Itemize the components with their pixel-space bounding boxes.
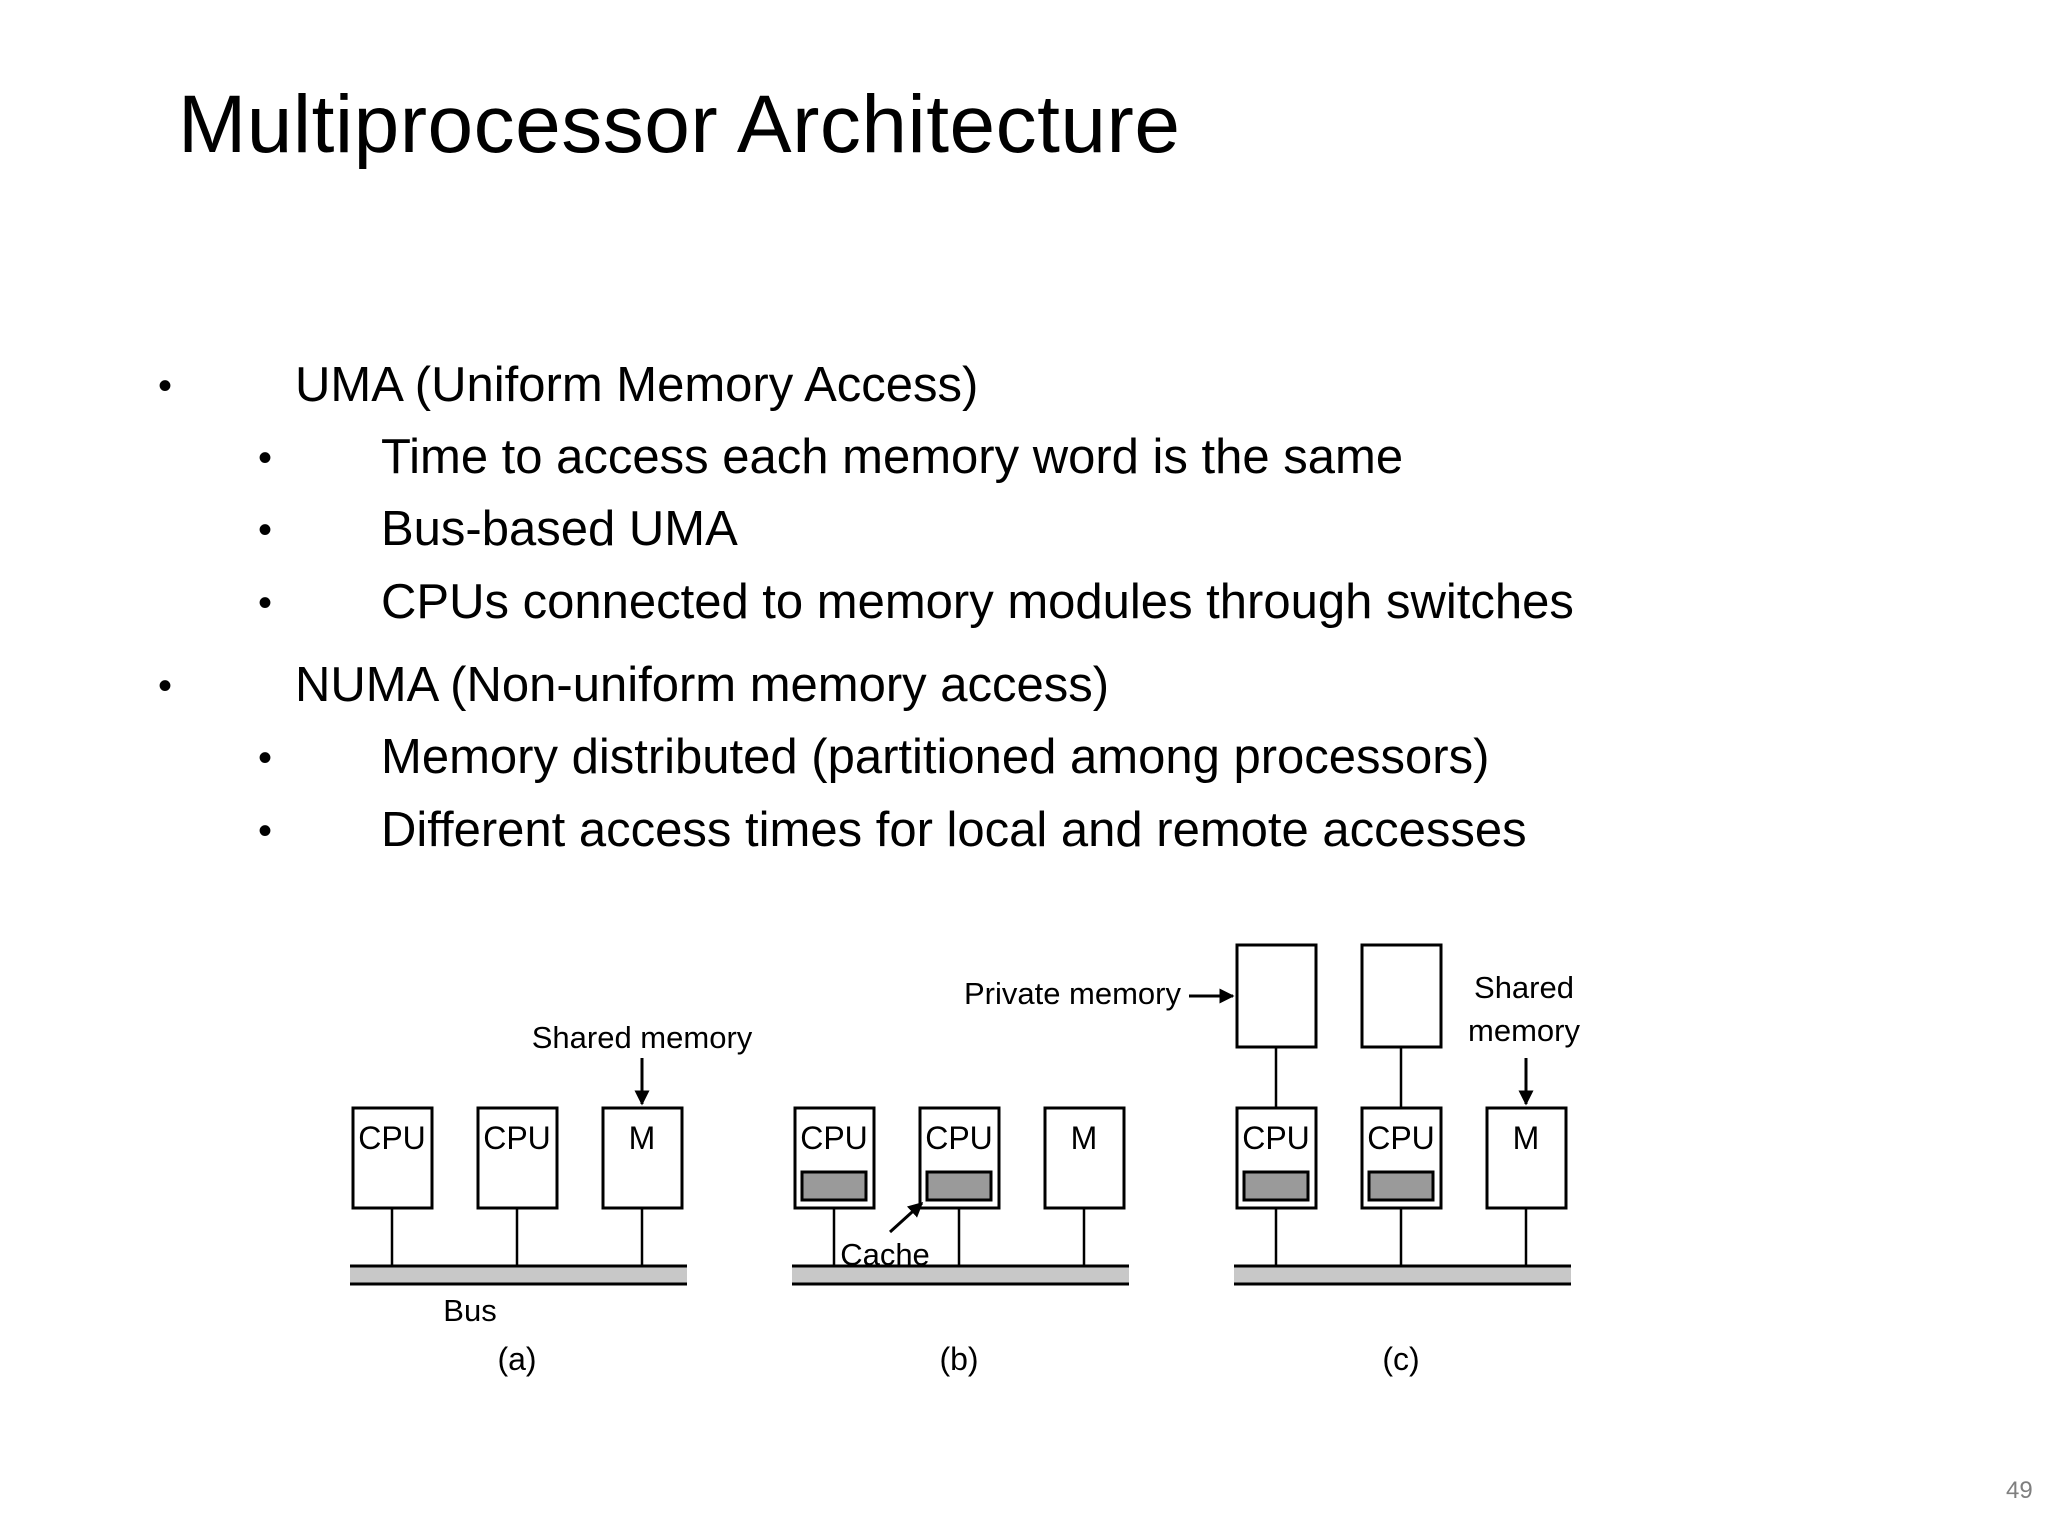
- memory-box: [1043, 1106, 1126, 1210]
- cache-block: [1242, 1170, 1310, 1202]
- bullet-dot: •: [158, 364, 173, 408]
- sub-bullet: Time to access each memory word is the s…: [381, 430, 1404, 484]
- bullet-numa: NUMA (Non-uniform memory access): [295, 658, 1110, 712]
- private-memory-box: [1360, 943, 1443, 1049]
- cache-block: [800, 1170, 868, 1202]
- page-number: 49: [2006, 1477, 2033, 1504]
- bullet-dot: •: [258, 581, 273, 625]
- arrow: [888, 1201, 924, 1234]
- cpu-label: CPU: [800, 1120, 868, 1156]
- memory-box: [601, 1106, 684, 1210]
- memory-label: M: [1071, 1120, 1098, 1156]
- caption-a: (a): [497, 1341, 536, 1377]
- shared-memory-label: Shared memory: [532, 1020, 753, 1055]
- cache-block: [925, 1170, 993, 1202]
- sub-bullet: CPUs connected to memory modules through…: [381, 575, 1574, 629]
- slide-title: Multiprocessor Architecture: [178, 79, 1181, 170]
- bus: [350, 1264, 687, 1286]
- cpu-box: [351, 1106, 434, 1210]
- cpu-label: CPU: [1242, 1120, 1310, 1156]
- sub-bullet: Different access times for local and rem…: [381, 803, 1527, 857]
- diagram-b: CPU CPU M Cache (b): [792, 1106, 1129, 1377]
- cpu-label: CPU: [925, 1120, 993, 1156]
- private-memory-box: [1235, 943, 1318, 1049]
- sub-bullet: Memory distributed (partitioned among pr…: [381, 730, 1490, 784]
- shared-memory-label: memory: [1468, 1013, 1580, 1048]
- shared-memory-label: Shared: [1474, 970, 1574, 1005]
- memory-label: M: [629, 1120, 656, 1156]
- diagram-c: CPU CPU M Private memory Shared memory (…: [964, 943, 1580, 1377]
- bullet-dot: •: [258, 508, 273, 552]
- diagram-a: CPU CPU M Shared memory Bus (a): [350, 1020, 753, 1377]
- memory-box: [1485, 1106, 1568, 1210]
- cache-block: [1367, 1170, 1435, 1202]
- cache-label: Cache: [840, 1237, 930, 1272]
- cpu-label: CPU: [1367, 1120, 1435, 1156]
- bullet-dot: •: [258, 809, 273, 853]
- cpu-label: CPU: [483, 1120, 551, 1156]
- sub-bullet: Bus-based UMA: [381, 502, 738, 556]
- bus: [792, 1264, 1129, 1286]
- caption-b: (b): [939, 1341, 978, 1377]
- bullet-dot: •: [258, 736, 273, 780]
- bullet-uma: UMA (Uniform Memory Access): [295, 358, 979, 412]
- memory-label: M: [1513, 1120, 1540, 1156]
- caption-c: (c): [1382, 1341, 1419, 1377]
- private-memory-label: Private memory: [964, 976, 1182, 1011]
- cpu-box: [476, 1106, 559, 1210]
- bullet-dot: •: [158, 664, 173, 708]
- bus-label: Bus: [443, 1293, 496, 1328]
- bus: [1234, 1264, 1571, 1286]
- cpu-label: CPU: [358, 1120, 426, 1156]
- bullet-dot: •: [258, 436, 273, 480]
